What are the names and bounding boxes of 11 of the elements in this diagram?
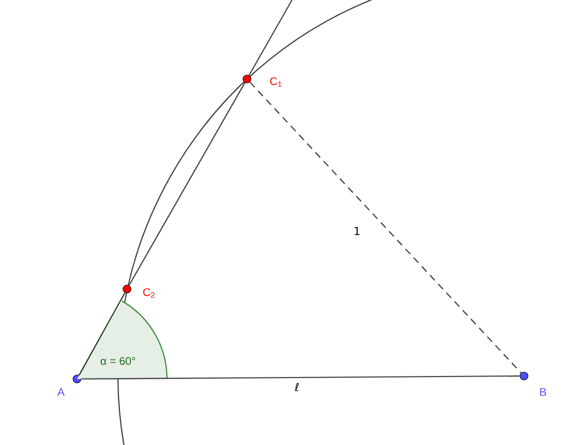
point-label: B <box>540 388 546 396</box>
line-segment <box>250 82 522 374</box>
point-label: C$_{2}$ <box>143 288 154 298</box>
edge-label: 1 <box>352 226 362 236</box>
angle-label: α = 60° <box>100 357 136 365</box>
point-label: C$_{1}$ <box>270 77 282 87</box>
line-segment <box>81 375 520 380</box>
line-segment <box>78 292 126 376</box>
line-segment <box>128 82 246 286</box>
edge-label: ℓ <box>294 382 300 392</box>
point-label: A <box>57 388 65 396</box>
